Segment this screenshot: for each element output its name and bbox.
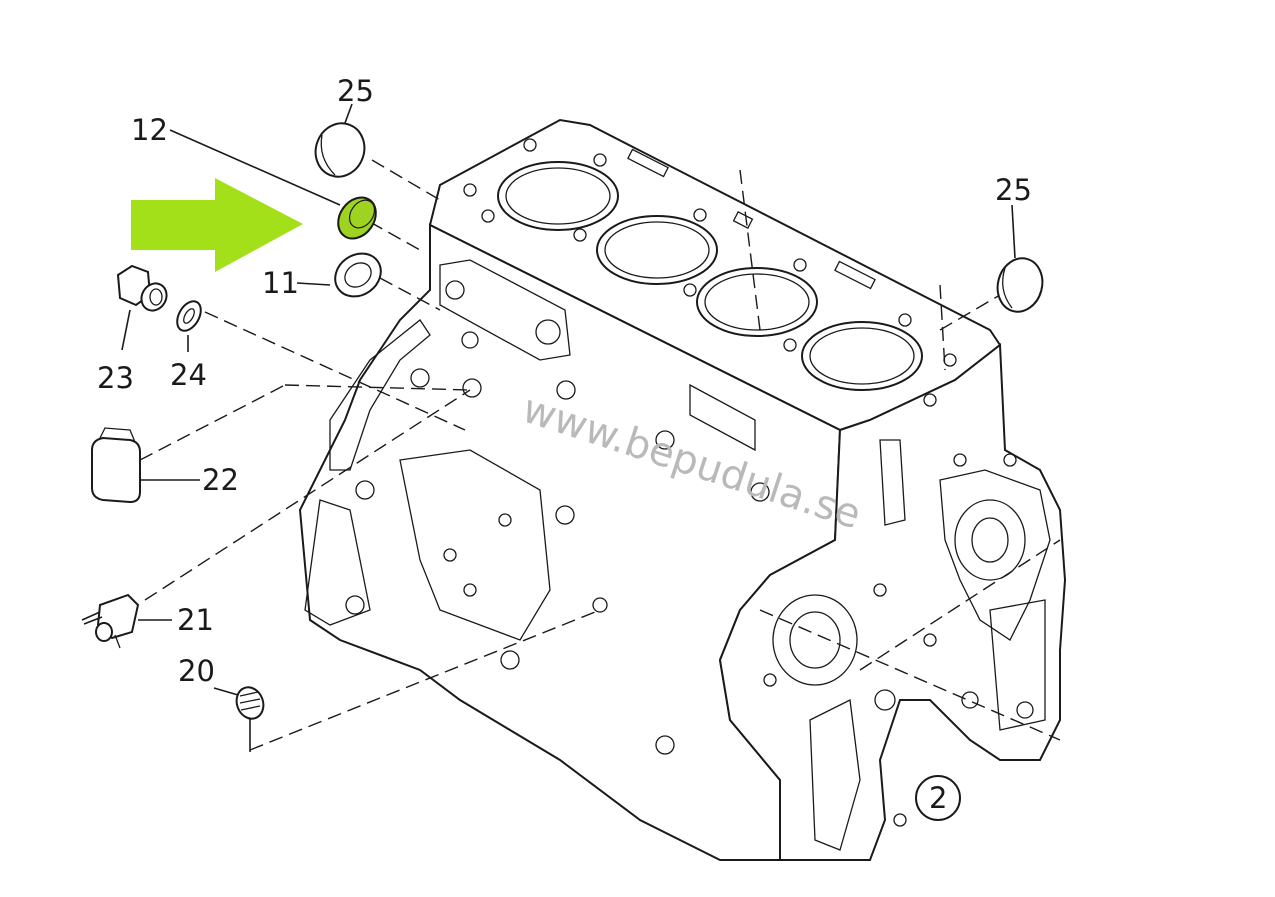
part-23-plug-bolt [116, 264, 168, 351]
part-21-fitting [81, 593, 172, 649]
label-part-25-right: 25 [995, 173, 1032, 207]
label-part-20: 20 [178, 654, 215, 688]
highlight-arrow [131, 178, 303, 272]
part-12-highlighted-plug [169, 129, 377, 240]
assembly-lines [139, 159, 1061, 751]
part-25-top-cap [314, 103, 366, 178]
label-view-number: 2 [929, 781, 947, 815]
label-part-23: 23 [97, 361, 134, 395]
part-11-seal-ring [296, 252, 382, 298]
engine-block [298, 118, 1067, 861]
part-20-small-plug [213, 686, 265, 752]
label-part-22: 22 [202, 463, 239, 497]
label-part-25-top: 25 [337, 74, 374, 108]
part-24-washer [176, 300, 202, 352]
view-number-circle [915, 775, 961, 821]
label-part-21: 21 [177, 603, 214, 637]
part-25-right-cap [996, 204, 1044, 313]
label-part-11: 11 [262, 266, 299, 300]
label-part-24: 24 [170, 358, 207, 392]
part-22-rubber-plug [91, 427, 200, 504]
label-part-12: 12 [131, 113, 168, 147]
